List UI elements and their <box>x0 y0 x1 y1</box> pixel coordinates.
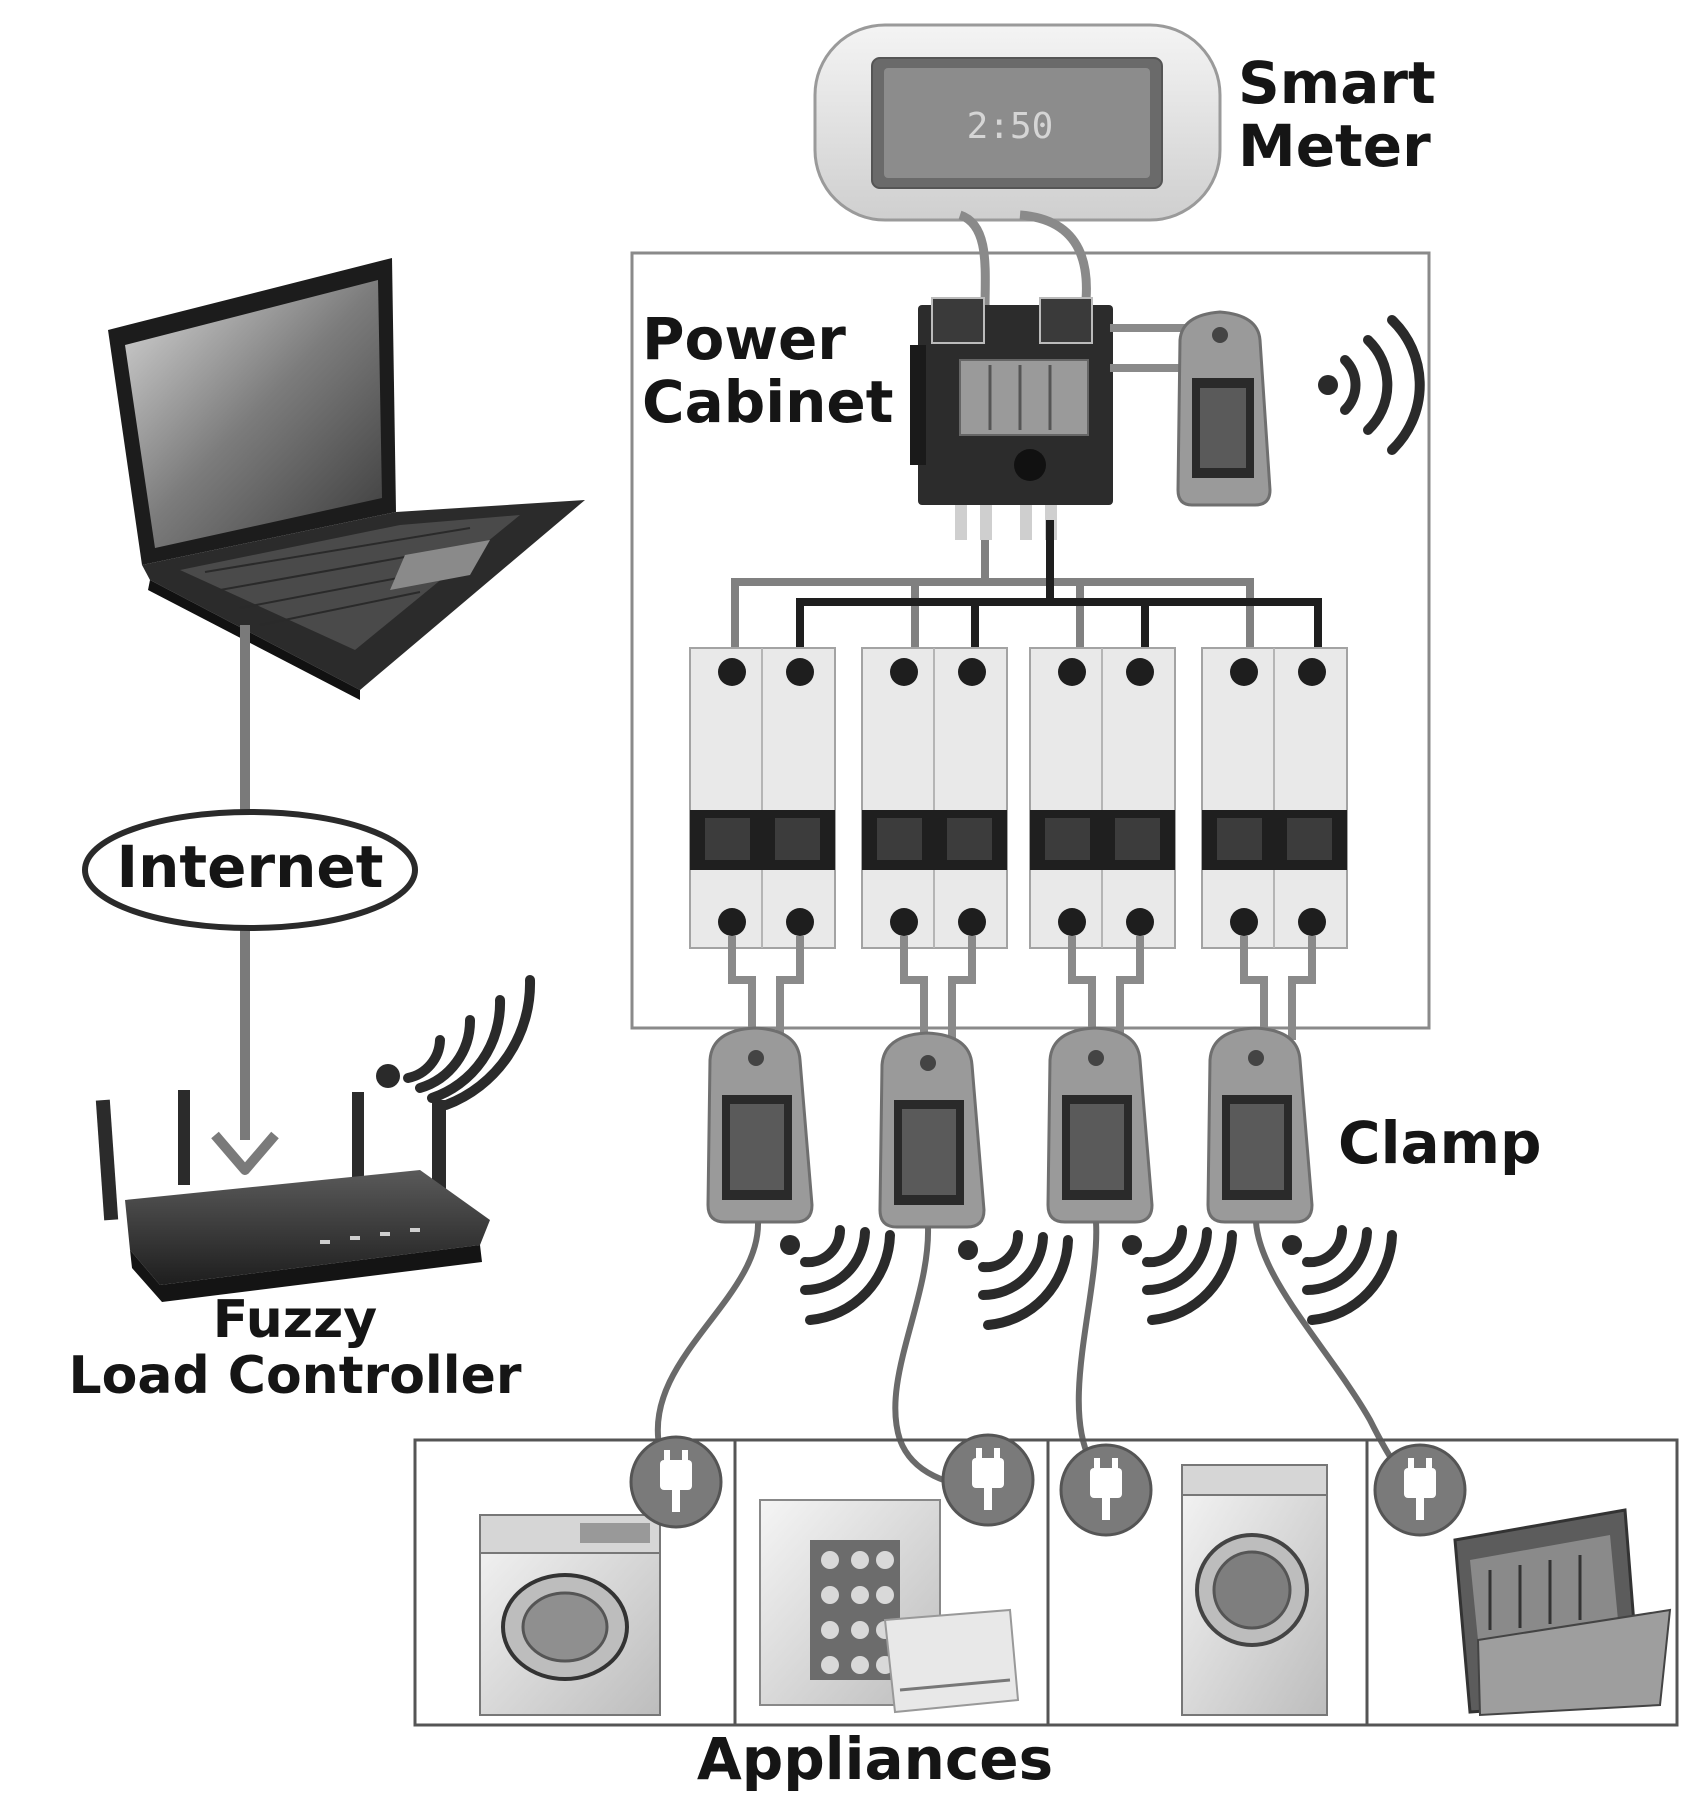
circuit-breaker-icon <box>689 647 836 949</box>
clamp-sensor-icon <box>1206 1026 1314 1224</box>
wifi-signal-icon <box>1122 1225 1237 1325</box>
breaker-clamp-wires <box>728 936 1316 1050</box>
washing-machine-icon <box>1181 1464 1328 1716</box>
plug-icon <box>1059 1443 1153 1537</box>
wifi-signal-icon <box>376 975 536 1110</box>
power-cabinet-enclosure <box>630 251 1431 1030</box>
controller-label: Fuzzy Load Controller <box>15 1292 575 1404</box>
appliances-panel <box>413 1438 1679 1727</box>
plug-icon <box>941 1433 1035 1527</box>
power-cabinet-label: Power Cabinet <box>642 308 893 433</box>
clamp-sensor-icon <box>878 1031 986 1229</box>
dishwasher-icon <box>1453 1508 1672 1717</box>
power-cabinet-label-line1: Power <box>642 305 846 373</box>
power-cabinet-icon <box>910 297 1113 540</box>
meter-wires <box>958 210 1091 311</box>
smart-meter-label: Smart Meter <box>1238 52 1436 177</box>
meter-display-text: 2:50 <box>967 106 1054 147</box>
internet-link-arrow <box>211 625 279 1175</box>
wifi-signal-icon <box>1318 315 1425 455</box>
laptop-icon <box>108 258 585 700</box>
clamp-sensor-icon <box>1046 1026 1154 1224</box>
clamp-sensor-icon <box>706 1026 814 1224</box>
smart-meter-label-line2: Meter <box>1238 111 1431 180</box>
controller-label-line1: Fuzzy <box>212 1290 378 1350</box>
clamp-sensor-icon <box>1176 310 1272 507</box>
plug-icon <box>1373 1443 1467 1537</box>
smart-meter-icon: 2:50 <box>813 23 1222 222</box>
circuit-breaker-icon <box>1201 647 1348 949</box>
power-cabinet-label-line2: Cabinet <box>642 367 894 436</box>
cabinet-clamp-wires <box>1110 324 1190 372</box>
wifi-signal-icon <box>780 1225 895 1325</box>
air-conditioner-icon <box>759 1499 1020 1714</box>
clamp-label: Clamp <box>1338 1109 1542 1177</box>
bus-bars <box>731 520 1322 668</box>
internet-label: Internet <box>116 833 384 901</box>
circuit-breaker-icon <box>1029 647 1176 949</box>
wifi-signal-icon <box>1282 1225 1397 1325</box>
smart-meter-label-line1: Smart <box>1238 49 1436 117</box>
wifi-signal-icon <box>958 1230 1073 1330</box>
appliances-label: Appliances <box>696 1725 1054 1793</box>
washing-machine-icon <box>479 1514 661 1716</box>
circuit-breaker-icon <box>861 647 1008 949</box>
internet-oval <box>82 809 418 931</box>
controller-label-line2: Load Controller <box>68 1346 522 1407</box>
router-icon <box>95 1090 490 1302</box>
plug-icon <box>629 1435 723 1529</box>
